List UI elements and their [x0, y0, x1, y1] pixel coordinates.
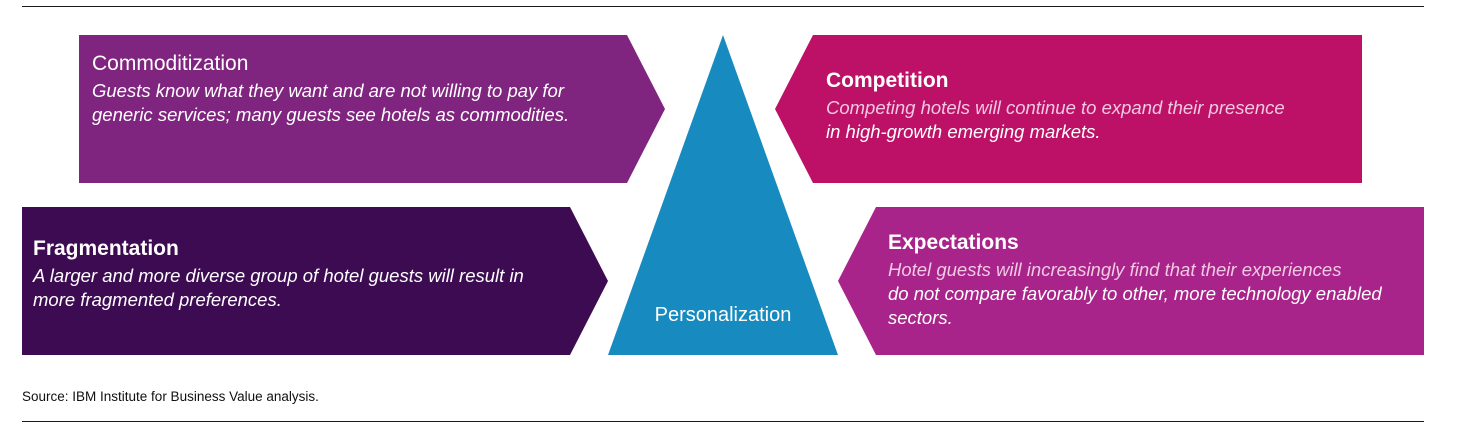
competition-arrow: [775, 35, 1362, 183]
fragmentation-block: Fragmentation A larger and more diverse …: [33, 236, 553, 312]
expectations-arrow: [838, 207, 1424, 355]
competition-body-part1: Competing hotels will continue to expand…: [826, 97, 1285, 118]
competition-body: Competing hotels will continue to expand…: [826, 96, 1346, 144]
commoditization-title: Commoditization: [92, 52, 249, 75]
source-note: Source: IBM Institute for Business Value…: [22, 389, 319, 404]
expectations-body-part2: do not compare favorably to other, more …: [888, 283, 1382, 328]
commoditization-block: Commoditization Guests know what they wa…: [92, 51, 592, 127]
fragmentation-title: Fragmentation: [33, 237, 179, 260]
competition-body-part2: in high-growth emerging markets.: [826, 121, 1101, 142]
expectations-body: Hotel guests will increasingly find that…: [888, 258, 1408, 330]
fragmentation-body: A larger and more diverse group of hotel…: [33, 265, 524, 310]
expectations-title: Expectations: [888, 231, 1019, 254]
commoditization-body: Guests know what they want and are not w…: [92, 80, 570, 125]
expectations-block: Expectations Hotel guests will increasin…: [888, 230, 1408, 330]
personalization-triangle: [608, 35, 838, 355]
competition-title: Competition: [826, 69, 949, 92]
personalization-label: Personalization: [654, 304, 792, 326]
commoditization-arrow: [79, 35, 665, 183]
top-rule: [22, 6, 1424, 7]
expectations-body-part1: Hotel guests will increasingly find that…: [888, 259, 1342, 280]
bottom-rule: [22, 421, 1424, 422]
fragmentation-arrow: [22, 207, 608, 355]
competition-block: Competition Competing hotels will contin…: [826, 68, 1346, 144]
